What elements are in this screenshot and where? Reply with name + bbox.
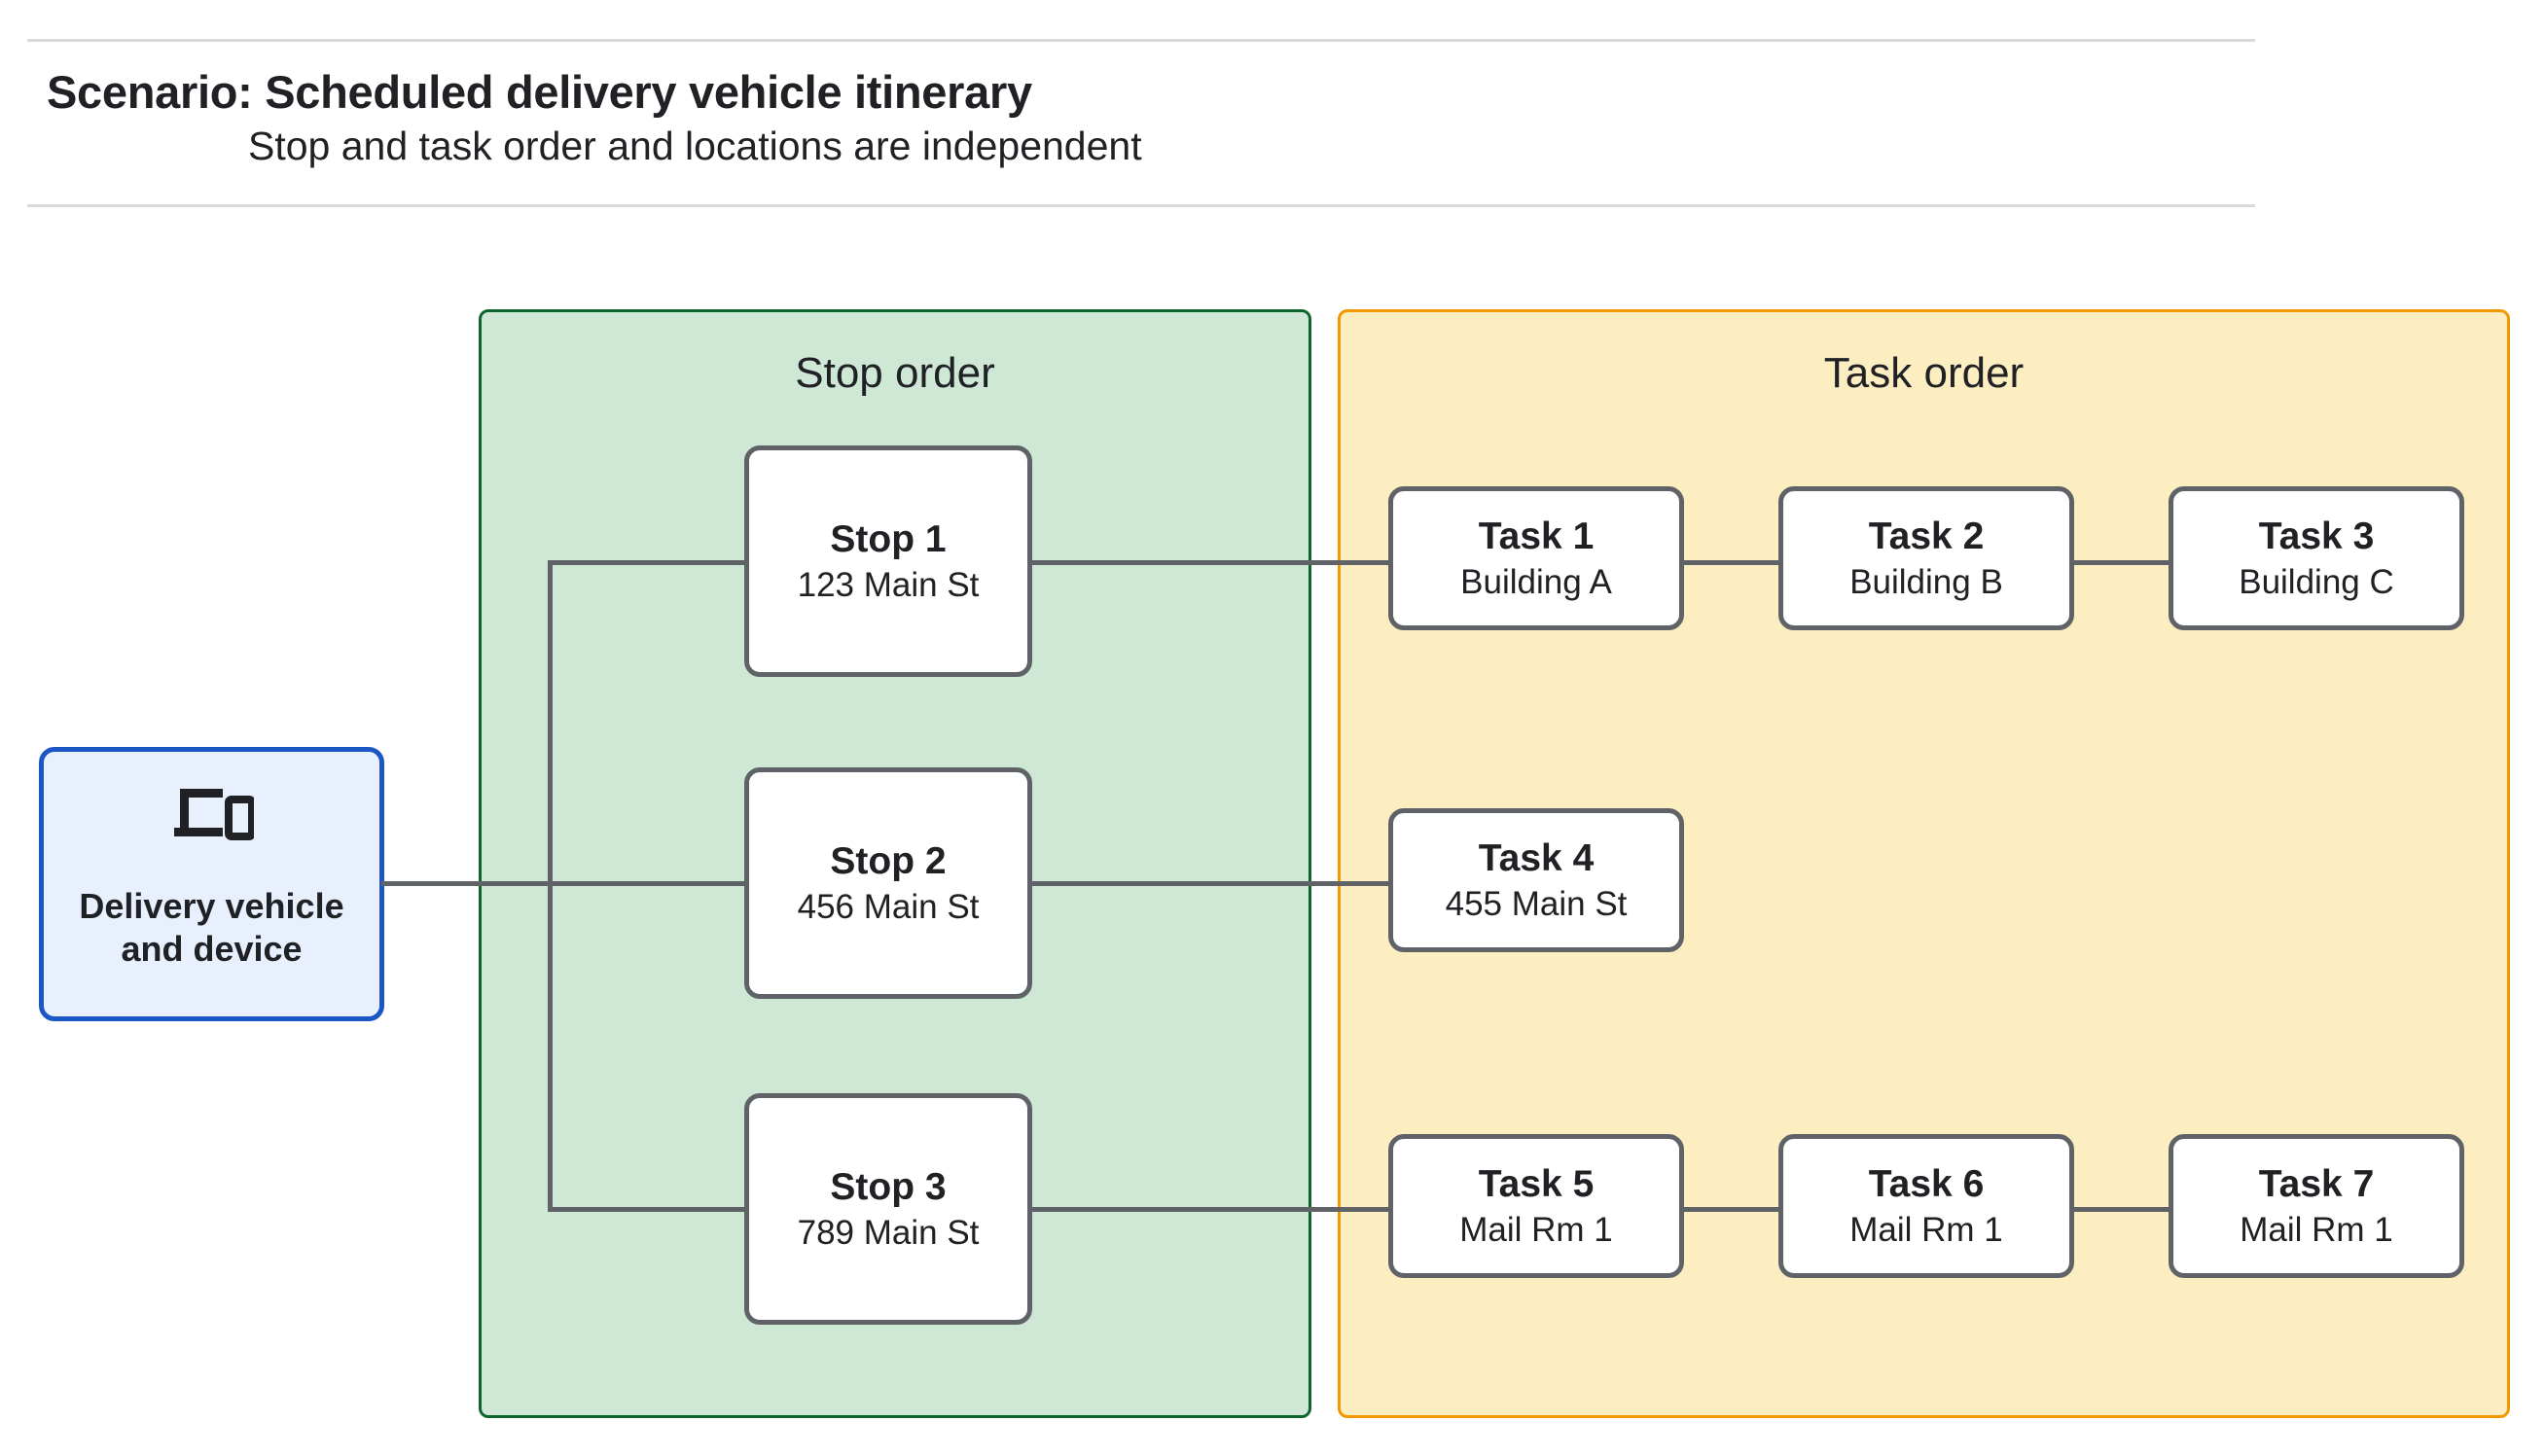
task-node-title: Task 5 — [1478, 1162, 1595, 1205]
task-node[interactable]: Task 2 Building B — [1778, 486, 2074, 630]
task-node-location: Building A — [1460, 563, 1612, 602]
edge-task-6-to-task-7 — [2071, 1207, 2171, 1212]
edge-bus-to-stop-2 — [548, 881, 747, 886]
stop-node-title: Stop 3 — [830, 1165, 947, 1208]
task-node-location: Mail Rm 1 — [2240, 1211, 2393, 1250]
stop-order-panel-title: Stop order — [795, 349, 995, 397]
delivery-vehicle-and-device-node[interactable]: Delivery vehicle and device — [39, 747, 384, 1021]
task-order-panel-title: Task order — [1823, 349, 2025, 397]
stop-node-address: 789 Main St — [797, 1214, 980, 1253]
stop-node[interactable]: Stop 3 789 Main St — [744, 1093, 1032, 1325]
edge-stop-2-to-task-4 — [1029, 881, 1391, 886]
stop-node[interactable]: Stop 1 123 Main St — [744, 445, 1032, 677]
edge-stop-1-to-task-1 — [1029, 560, 1391, 565]
task-node-location: Building B — [1849, 563, 2003, 602]
task-node-title: Task 7 — [2258, 1162, 2375, 1205]
task-node[interactable]: Task 1 Building A — [1388, 486, 1684, 630]
edge-device-to-bus — [381, 881, 553, 886]
page-title: Scenario: Scheduled delivery vehicle iti… — [47, 66, 1032, 118]
task-node[interactable]: Task 7 Mail Rm 1 — [2169, 1134, 2464, 1278]
header: Scenario: Scheduled delivery vehicle iti… — [0, 0, 2277, 209]
edge-bus-to-stop-1 — [548, 560, 747, 565]
task-node-title: Task 4 — [1478, 836, 1595, 879]
stop-node-address: 456 Main St — [797, 888, 980, 927]
task-node-title: Task 6 — [1868, 1162, 1985, 1205]
edge-task-1-to-task-2 — [1681, 560, 1781, 565]
task-node-title: Task 3 — [2258, 515, 2375, 557]
edge-bus-to-stop-3 — [548, 1207, 747, 1212]
edge-vertical-bus — [548, 560, 553, 1212]
header-divider-top — [27, 39, 2255, 42]
edge-task-5-to-task-6 — [1681, 1207, 1781, 1212]
task-node-title: Task 2 — [1868, 515, 1985, 557]
edge-task-2-to-task-3 — [2071, 560, 2171, 565]
stop-node-title: Stop 2 — [830, 839, 947, 882]
task-node[interactable]: Task 4 455 Main St — [1388, 808, 1684, 952]
task-node-location: Building C — [2239, 563, 2394, 602]
task-node-location: Mail Rm 1 — [1849, 1211, 2003, 1250]
header-divider-bottom — [27, 204, 2255, 207]
task-node[interactable]: Task 5 Mail Rm 1 — [1388, 1134, 1684, 1278]
task-node[interactable]: Task 3 Building C — [2169, 486, 2464, 630]
edge-stop-3-to-task-5 — [1029, 1207, 1391, 1212]
device-node-label: Delivery vehicle and device — [79, 885, 344, 969]
task-node-location: 455 Main St — [1445, 885, 1628, 924]
page-subtitle: Stop and task order and locations are in… — [248, 124, 1142, 168]
task-node-location: Mail Rm 1 — [1459, 1211, 1613, 1250]
devices-icon — [170, 783, 256, 848]
task-node[interactable]: Task 6 Mail Rm 1 — [1778, 1134, 2074, 1278]
task-node-title: Task 1 — [1478, 515, 1595, 557]
stop-node-address: 123 Main St — [797, 566, 980, 605]
stop-node[interactable]: Stop 2 456 Main St — [744, 767, 1032, 999]
stop-node-title: Stop 1 — [830, 517, 947, 560]
